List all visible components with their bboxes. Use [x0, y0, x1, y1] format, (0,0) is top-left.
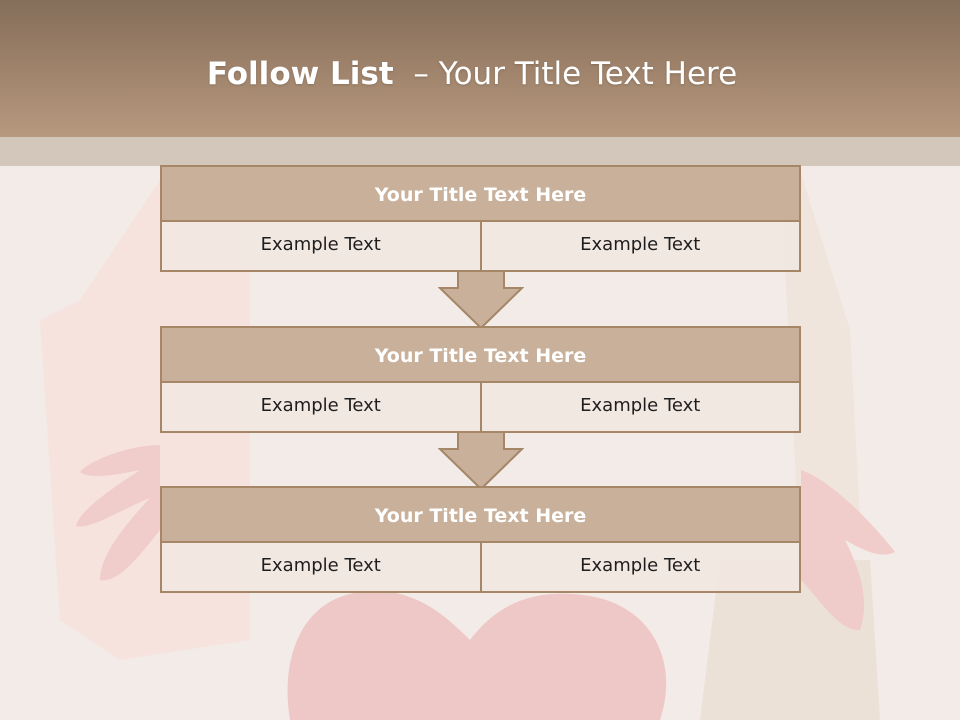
title-bar	[0, 0, 960, 137]
block-cell-left[interactable]: Example Text	[160, 383, 482, 433]
block-cell-right[interactable]: Example Text	[481, 222, 801, 272]
block-cell-right[interactable]: Example Text	[481, 543, 801, 593]
slide-title: Follow List – Your Title Text Here	[0, 56, 944, 92]
block-title[interactable]: Your Title Text Here	[160, 486, 801, 543]
block-cell-right[interactable]: Example Text	[481, 383, 801, 433]
list-block-1: Your Title Text Here Example Text Exampl…	[160, 165, 801, 272]
title-bar-strip	[0, 137, 960, 166]
block-title[interactable]: Your Title Text Here	[160, 326, 801, 383]
block-row: Example Text Example Text	[160, 383, 801, 433]
block-cell-left[interactable]: Example Text	[160, 543, 482, 593]
slide-title-bold: Follow List	[206, 56, 394, 92]
block-cell-left[interactable]: Example Text	[160, 222, 482, 272]
down-arrow-icon	[438, 270, 524, 330]
list-block-2: Your Title Text Here Example Text Exampl…	[160, 326, 801, 433]
slide-title-rest: – Your Title Text Here	[393, 56, 738, 92]
list-block-3: Your Title Text Here Example Text Exampl…	[160, 486, 801, 593]
block-row: Example Text Example Text	[160, 222, 801, 272]
down-arrow-icon	[438, 431, 524, 491]
block-row: Example Text Example Text	[160, 543, 801, 593]
block-title[interactable]: Your Title Text Here	[160, 165, 801, 222]
